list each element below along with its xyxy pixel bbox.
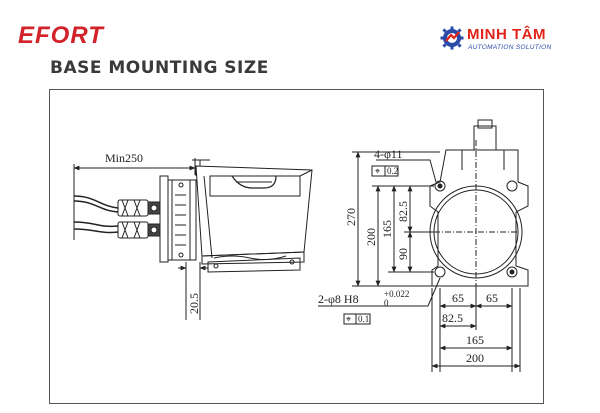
dim-165-horizontal: 165 [466,333,484,347]
pin-position-symbol: ⌖ [346,314,351,324]
partner-tagline: AUTOMATION SOLUTION [468,44,552,51]
dim-65-right: 65 [486,291,498,305]
dim-65-left: 65 [452,291,464,305]
holes-tolerance: 0.2 [387,166,398,176]
pin-upper-tolerance: +0.022 [384,289,409,299]
pin-holes-label: 2-φ8 H8 [318,292,359,306]
dim-82-5-vertical: 82.5 [396,201,410,222]
drawing-frame [49,89,544,404]
gear-icon [440,26,464,50]
min-clearance-label: Min250 [105,151,143,165]
partner-logo: MINH TÂM AUTOMATION SOLUTION [440,26,590,56]
efort-logo: EFORT [18,22,104,49]
pin-lower-tolerance: 0 [384,298,389,308]
dim-270: 270 [344,208,358,226]
dim-165-vertical: 165 [380,220,394,238]
partner-name: MINH TÂM [467,26,546,43]
base-view [318,119,529,372]
dim-82-5-horizontal: 82.5 [442,311,463,325]
dim-200-horizontal: 200 [466,351,484,365]
holes-label: 4-φ11 [374,147,402,161]
side-view [73,158,313,320]
dim-90-vertical: 90 [396,248,410,260]
position-symbol: ⌖ [375,166,380,176]
page-title: BASE MOUNTING SIZE [50,58,269,78]
dim-200-vertical: 200 [364,228,378,246]
offset-label: 20.5 [187,293,201,314]
pin-tolerance: 0.1 [358,314,369,324]
